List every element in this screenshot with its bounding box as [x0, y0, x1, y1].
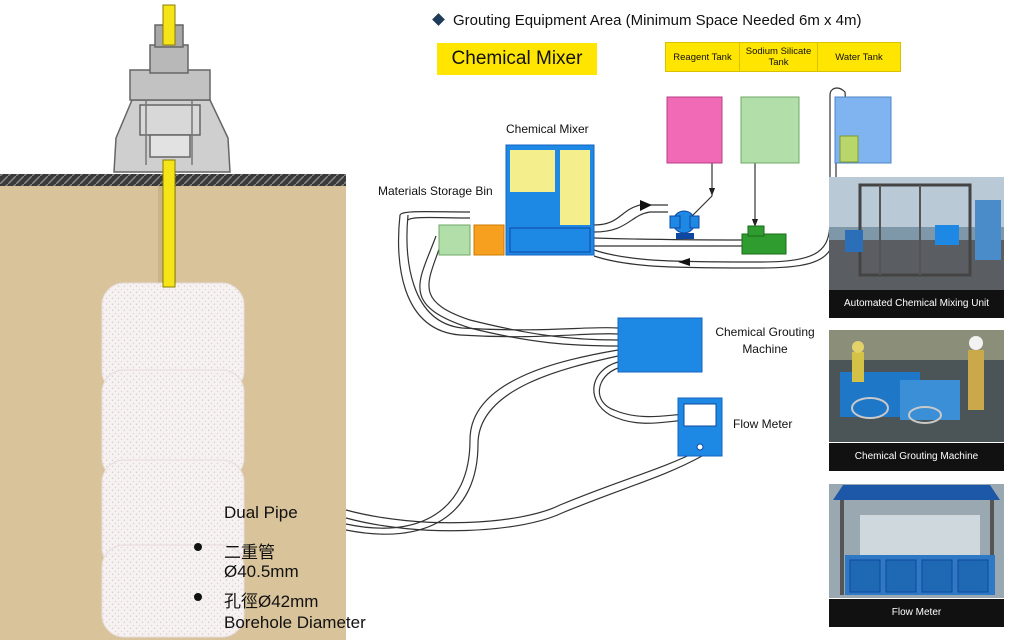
dual-pipe-cn-label: 二重管 — [224, 543, 275, 562]
diamond-icon — [432, 13, 445, 26]
photo-caption-flow-meter: Flow Meter — [829, 599, 1004, 627]
reagent-tank-header: Reagent Tank — [665, 42, 740, 72]
pipe-diameter-label: Ø40.5mm — [224, 562, 299, 581]
storage-bin-green — [438, 224, 471, 256]
water-pump-small — [839, 135, 859, 163]
photo-flow-meter — [829, 484, 1004, 598]
grouting-machine-box — [617, 317, 703, 373]
photo-caption-mixing-unit: Automated Chemical Mixing Unit — [829, 290, 1004, 318]
area-title-text: Grouting Equipment Area (Minimum Space N… — [453, 12, 862, 29]
flow-meter-device — [677, 397, 723, 457]
water-tank-header: Water Tank — [817, 42, 901, 72]
sodium-silicate-tank — [740, 96, 800, 164]
silicate-pump — [741, 225, 787, 255]
reagent-tank — [666, 96, 723, 164]
photo-mixing-unit — [829, 177, 1004, 290]
area-title: Grouting Equipment Area (Minimum Space N… — [432, 12, 862, 29]
bullet-2 — [194, 593, 202, 601]
dual-pipe-label: Dual Pipe — [224, 503, 298, 522]
borehole-cn-label: 孔徑Ø42mm — [224, 592, 319, 611]
reagent-pump — [669, 210, 700, 239]
grouting-machine-label: Chemical Grouting Machine — [715, 325, 815, 356]
drilling-rig — [113, 24, 231, 173]
photo-caption-grouting-machine: Chemical Grouting Machine — [829, 443, 1004, 471]
photo-grouting-machine — [829, 330, 1004, 442]
chemical-mixer-banner: Chemical Mixer — [437, 43, 597, 75]
chemical-mixer-label: Chemical Mixer — [506, 122, 589, 136]
sodium-silicate-tank-header: Sodium Silicate Tank — [739, 42, 818, 72]
grout-column — [101, 282, 245, 638]
flow-meter-label: Flow Meter — [733, 417, 793, 431]
chemical-mixer — [505, 144, 595, 256]
storage-bin-orange — [473, 224, 505, 256]
storage-bin-label: Materials Storage Bin — [378, 184, 493, 198]
borehole-diameter-label: Borehole Diameter — [224, 613, 366, 632]
bullet-1 — [194, 543, 202, 551]
